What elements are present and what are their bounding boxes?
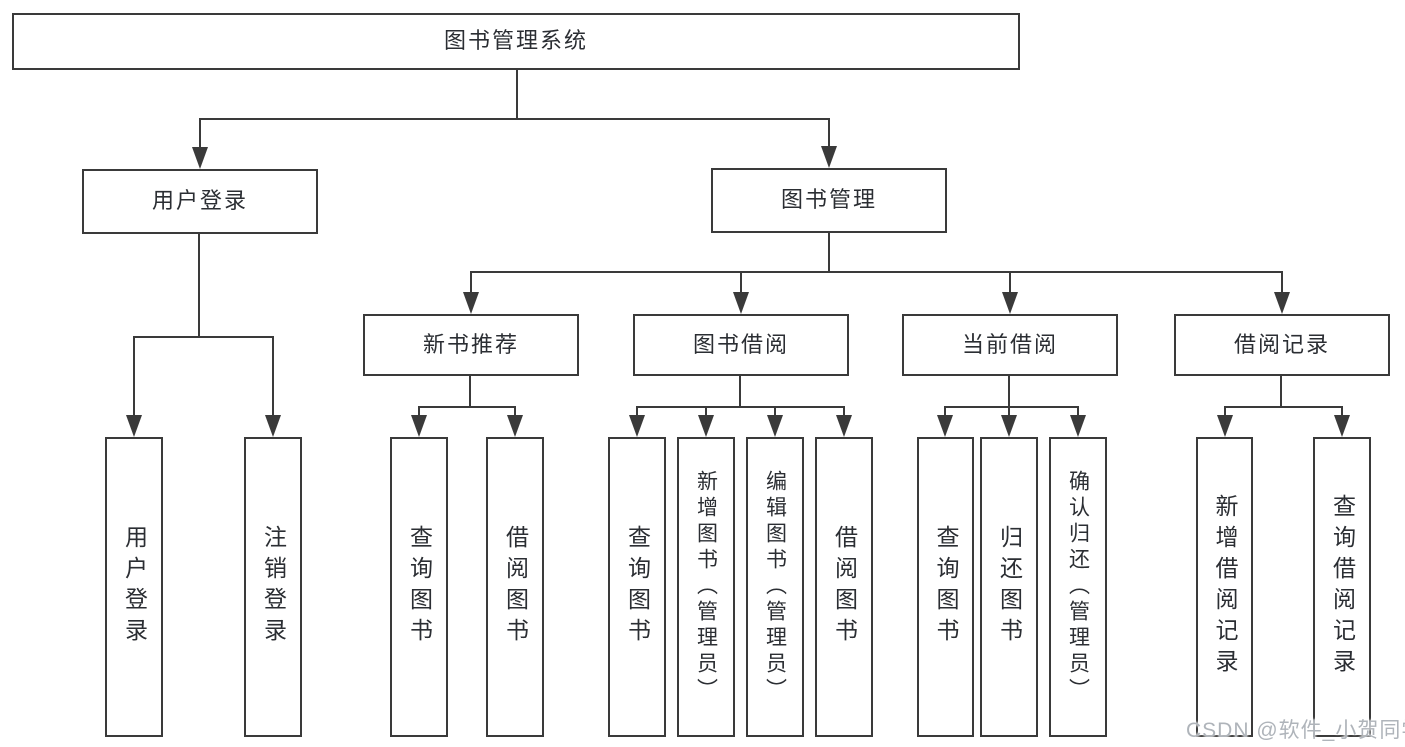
- node-label: 查询图书: [624, 525, 651, 649]
- connector-line: [1008, 406, 1010, 417]
- node-book-management: 图书管理: [711, 168, 947, 233]
- connector-line: [418, 406, 420, 417]
- node-label: 当前借阅: [961, 331, 1058, 357]
- node-label: 图书管理系统: [443, 28, 588, 54]
- arrow-down-icon: [1274, 292, 1290, 314]
- leaf-user-login: 用户登录: [105, 437, 163, 737]
- connector-line: [1009, 271, 1011, 293]
- node-label: 借阅图书: [502, 525, 529, 649]
- connector-line: [514, 406, 516, 417]
- arrow-down-icon: [629, 415, 645, 437]
- connector-line: [636, 406, 638, 417]
- arrow-down-icon: [1217, 415, 1233, 437]
- arrow-down-icon: [1001, 415, 1017, 437]
- node-current-borrowing: 当前借阅: [902, 314, 1118, 376]
- leaf-query-borrow-record: 查询借阅记录: [1313, 437, 1371, 737]
- connector-line: [199, 118, 830, 120]
- connector-line: [1280, 376, 1282, 407]
- arrow-down-icon: [1002, 292, 1018, 314]
- leaf-return-books: 归还图书: [980, 437, 1038, 737]
- connector-line: [418, 406, 516, 408]
- leaf-query-books-current: 查询图书: [917, 437, 974, 737]
- arrow-down-icon: [1334, 415, 1350, 437]
- connector-line: [1224, 406, 1343, 408]
- connector-line: [133, 336, 135, 416]
- node-label: 查询借阅记录: [1329, 494, 1356, 680]
- leaf-add-borrow-record: 新增借阅记录: [1196, 437, 1253, 737]
- connector-line: [944, 406, 1079, 408]
- node-label: 归还图书: [996, 525, 1023, 649]
- leaf-borrow-books: 借阅图书: [815, 437, 873, 737]
- node-new-book-recommendation: 新书推荐: [363, 314, 579, 376]
- node-user-login: 用户登录: [82, 169, 318, 234]
- connector-line: [739, 376, 741, 407]
- connector-line: [516, 70, 518, 118]
- node-label: 用户登录: [151, 188, 248, 214]
- node-borrowing-records: 借阅记录: [1174, 314, 1390, 376]
- connector-line: [944, 406, 946, 417]
- connector-line: [843, 406, 845, 417]
- arrow-down-icon: [1070, 415, 1086, 437]
- leaf-query-books-borrow: 查询图书: [608, 437, 666, 737]
- arrow-down-icon: [733, 292, 749, 314]
- arrow-down-icon: [265, 415, 281, 437]
- node-book-borrowing: 图书借阅: [633, 314, 849, 376]
- leaf-logout: 注销登录: [244, 437, 302, 737]
- leaf-edit-books-admin: 编辑图书（管理员）: [746, 437, 804, 737]
- connector-line: [469, 376, 471, 407]
- connector-line: [470, 271, 1283, 273]
- connector-line: [470, 271, 472, 293]
- connector-line: [828, 233, 830, 271]
- node-label: 图书借阅: [692, 331, 789, 357]
- leaf-borrow-books-recommend: 借阅图书: [486, 437, 544, 737]
- node-library-management-system: 图书管理系统: [12, 13, 1020, 70]
- node-label: 确认归还（管理员）: [1066, 470, 1090, 704]
- node-label: 借阅图书: [831, 525, 858, 649]
- node-label: 查询图书: [933, 525, 959, 649]
- connector-line: [1008, 376, 1010, 407]
- connector-line: [1281, 271, 1283, 293]
- node-label: 新增图书（管理员）: [694, 470, 718, 704]
- watermark: CSDN @软件_小贺同学: [1186, 719, 1405, 742]
- arrow-down-icon: [836, 415, 852, 437]
- connector-line: [1341, 406, 1343, 417]
- connector-line: [774, 406, 776, 417]
- arrow-down-icon: [126, 415, 142, 437]
- node-label: 图书管理: [780, 187, 877, 213]
- node-label: 借阅记录: [1233, 331, 1330, 357]
- arrow-down-icon: [821, 146, 837, 168]
- leaf-add-books-admin: 新增图书（管理员）: [677, 437, 735, 737]
- connector-line: [1224, 406, 1226, 417]
- arrow-down-icon: [937, 415, 953, 437]
- connector-line: [636, 406, 845, 408]
- node-label: 注销登录: [260, 525, 287, 649]
- node-label: 新书推荐: [422, 331, 519, 357]
- node-label: 查询图书: [406, 525, 433, 649]
- node-label: 编辑图书（管理员）: [763, 470, 787, 704]
- node-label: 新增借阅记录: [1212, 494, 1238, 680]
- arrow-down-icon: [507, 415, 523, 437]
- connector-line: [199, 118, 201, 148]
- arrow-down-icon: [192, 147, 208, 169]
- arrow-down-icon: [698, 415, 714, 437]
- arrow-down-icon: [411, 415, 427, 437]
- connector-line: [272, 336, 274, 416]
- leaf-query-books-recommend: 查询图书: [390, 437, 448, 737]
- arrow-down-icon: [463, 292, 479, 314]
- connector-line: [828, 118, 830, 148]
- connector-line: [740, 271, 742, 293]
- connector-line: [705, 406, 707, 417]
- connector-line: [1077, 406, 1079, 417]
- arrow-down-icon: [767, 415, 783, 437]
- node-label: 用户登录: [121, 525, 148, 649]
- leaf-confirm-return-admin: 确认归还（管理员）: [1049, 437, 1107, 737]
- connector-line: [198, 234, 200, 336]
- connector-line: [133, 336, 274, 338]
